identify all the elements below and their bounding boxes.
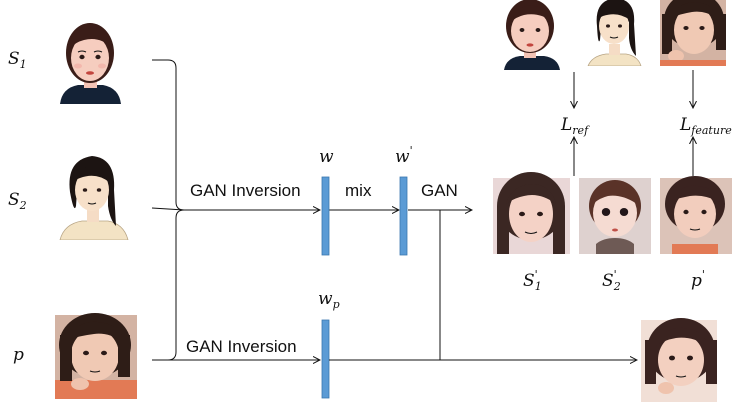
- latent-w-prime-label: w': [395, 144, 413, 167]
- svg-text:S2: S2: [8, 190, 27, 212]
- face-s1-image: [60, 23, 121, 104]
- svg-text:S1: S1: [8, 49, 27, 71]
- merge-connector: [151, 59, 185, 361]
- gan-inversion-bottom-label: GAN Inversion: [186, 337, 297, 356]
- loss-ref-label: Lref: [560, 115, 590, 137]
- label-p: p: [13, 345, 24, 365]
- output-p-prime-image: [660, 176, 732, 254]
- output-s1-prime-label: S'1: [523, 268, 542, 293]
- latent-w-bar: [321, 176, 330, 256]
- latent-w-prime-bar: [399, 176, 408, 256]
- face-s2-image: [59, 156, 129, 240]
- latent-wp-bar: [321, 319, 330, 399]
- output-s1-prime-image: [493, 172, 570, 254]
- latent-wp-label: wp: [318, 289, 340, 311]
- ref-photo-p-image: [660, 0, 726, 66]
- output-s2-prime-image: [579, 178, 651, 254]
- gan-inversion-top-label: GAN Inversion: [190, 181, 301, 200]
- mix-label: mix: [345, 181, 372, 200]
- output-p-prime-label: p': [691, 268, 705, 291]
- ref-face-s1-image: [504, 0, 560, 70]
- svg-text:p: p: [13, 345, 24, 365]
- output-s2-prime-label: S'2: [602, 268, 621, 293]
- label-s1: S1: [8, 49, 27, 71]
- loss-feature-label: Lfeature: [679, 115, 732, 137]
- final-output-image: [641, 318, 717, 402]
- photo-p-image: [55, 313, 137, 399]
- latent-w-label: w: [319, 147, 334, 167]
- gan-label: GAN: [421, 181, 458, 200]
- ref-face-s2-image: [587, 0, 642, 66]
- label-s2: S2: [8, 190, 27, 212]
